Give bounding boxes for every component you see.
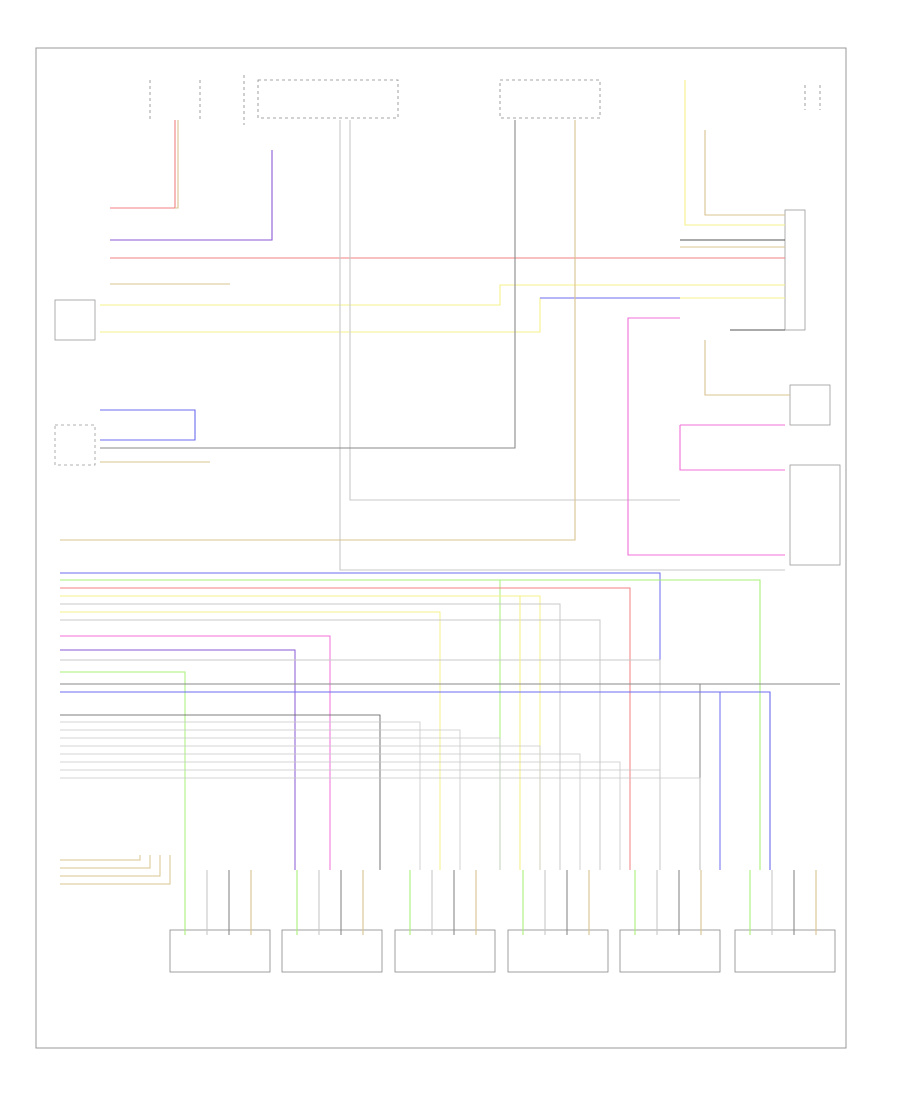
fuse-box-left [149,80,201,120]
wire-tan-relay [704,130,785,216]
bus-wire-1 [60,579,501,870]
wire-tan-down [60,120,576,541]
switch-box-right [789,464,841,566]
actuator-box-6 [734,929,836,973]
actuator-box-3 [394,929,496,973]
bus-wire-12 [60,691,721,870]
lower-bus-wire-4 [60,745,541,870]
wire-pink-switch [679,425,785,471]
lower-bus-wire-6 [60,761,621,870]
wire-yellow-lower [100,297,785,333]
bus-wire-5 [60,611,441,870]
lower-bus-wire-5 [60,753,581,870]
bus-wire-yellow-2 [60,595,521,870]
bus-wire-7 [60,635,331,870]
sensor-box-left-lower [54,424,96,466]
wire-red-top [110,120,176,209]
bottom-left-wire-2 [60,855,161,877]
bus-wire-6 [60,619,601,870]
sensor-box-left [54,299,96,341]
fuse-box-right [499,79,601,119]
relay-box-top-right [804,85,821,110]
lower-bus-wire-7 [60,769,661,870]
wire-pink-right [627,317,785,556]
wire-yellow-relay [684,80,785,226]
connector-right-upper [784,209,806,331]
actuator-box-4 [507,929,609,973]
bottom-left-wire-1 [60,855,151,869]
lower-bus-wire-8 [60,777,701,870]
wires [60,80,840,885]
bus-wire-0 [60,572,661,870]
bottom-left-wire-0 [60,855,141,861]
wire-gray-long-2 [349,120,680,501]
wire-violet-top [110,150,273,241]
wire-tan-top [175,120,179,209]
bus-wire-8 [60,649,296,870]
lower-bus-wire-0 [60,714,381,870]
bus-wire-3 [60,595,541,870]
actuator-box-2 [281,929,383,973]
lower-bus-wire-3 [60,737,501,870]
wire-blue-left [100,409,196,441]
actuator-box-1 [169,929,271,973]
wire-gray-down [100,120,516,449]
lower-bus-wire-1 [60,721,421,870]
wire-yellow-upper [100,284,785,306]
bus-wire-2 [60,587,631,870]
fuse-box-center [243,75,399,125]
diagram-border [35,47,847,1049]
lower-bus-wire-2 [60,729,461,870]
bus-wire-10 [60,671,186,870]
actuators [169,870,836,973]
wire-tan-sensor-right [704,340,790,396]
wire-gray-long [339,120,785,571]
bus-wire-blue-2 [60,691,771,870]
bus-wire-green-2 [60,579,761,870]
actuator-box-5 [619,929,721,973]
bottom-left-wire-3 [60,855,171,885]
sensor-box-right [789,384,831,426]
bus-wire-4 [60,603,561,870]
